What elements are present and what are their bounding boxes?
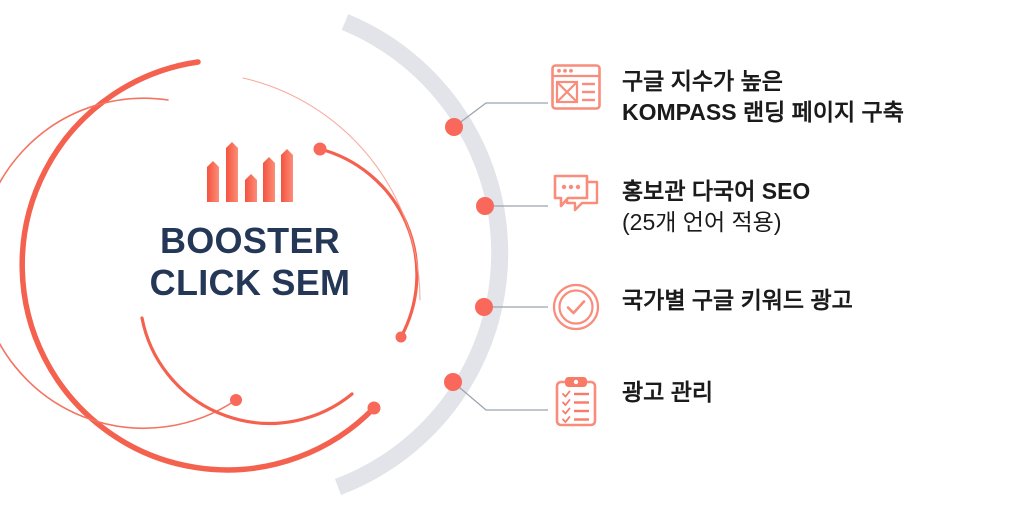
feature-text-1: 구글 지수가 높은 KOMPASS 랜딩 페이지 구축 <box>622 64 904 127</box>
brand-block: BOOSTER CLICK SEM <box>105 140 395 305</box>
coral-bottom-stub-arc <box>140 316 354 425</box>
coral-inner-arc-bottom-dot <box>395 331 407 343</box>
brand-title-line-2: CLICK SEM <box>149 262 351 304</box>
feature-icon-wrap-4 <box>548 375 604 427</box>
brand-title-line-1: BOOSTER <box>159 220 341 261</box>
feature-text-4: 광고 관리 <box>622 375 713 408</box>
feature-text-3-line-1: 국가별 구글 키워드 광고 <box>622 287 853 313</box>
bar-4 <box>263 157 275 202</box>
node-dot-2[interactable] <box>476 197 494 215</box>
feature-item-4[interactable]: 광고 관리 <box>548 375 713 427</box>
feature-text-4-line-1: 광고 관리 <box>622 379 714 405</box>
bar-5 <box>281 149 293 202</box>
bar-chart-icon <box>207 142 293 202</box>
feature-item-2[interactable]: 홍보관 다국어 SEO (25개 언어 적용) <box>548 174 810 237</box>
feature-icon-wrap-2 <box>548 174 604 218</box>
connector-line-4 <box>452 381 548 411</box>
feature-text-2-line-2: (25개 언어 적용) <box>622 208 782 235</box>
node-dot-3[interactable] <box>475 298 493 316</box>
node-dot-1[interactable] <box>445 118 463 136</box>
clipboard-checklist-icon <box>555 377 597 427</box>
feature-text-1-line-1: 구글 지수가 높은 <box>622 68 783 94</box>
feature-text-1-line-2: KOMPASS 랜딩 페이지 구축 <box>622 98 904 125</box>
chat-bubbles-icon <box>553 174 599 212</box>
feature-text-2-line-1: 홍보관 다국어 SEO <box>622 178 811 204</box>
connector-line-1 <box>453 102 548 128</box>
browser-wireframe-icon <box>551 64 601 110</box>
feature-item-1[interactable]: 구글 지수가 높은 KOMPASS 랜딩 페이지 구축 <box>548 64 904 127</box>
coral-middle-arc-endpoint-dot <box>230 394 242 406</box>
bar-1 <box>207 161 219 202</box>
feature-list: 구글 지수가 높은 KOMPASS 랜딩 페이지 구축 홍보관 다국어 SEO … <box>548 0 1024 511</box>
node-dot-4[interactable] <box>444 373 462 391</box>
feature-icon-wrap-3 <box>548 283 604 331</box>
feature-icon-wrap-1 <box>548 64 604 110</box>
check-circle-icon <box>552 283 600 331</box>
feature-text-2: 홍보관 다국어 SEO (25개 언어 적용) <box>622 174 810 237</box>
bar-3 <box>245 174 257 202</box>
feature-text-3: 국가별 구글 키워드 광고 <box>622 283 853 316</box>
coral-outer-arc-endpoint-dot <box>367 401 381 415</box>
bar-2 <box>226 142 238 202</box>
feature-item-3[interactable]: 국가별 구글 키워드 광고 <box>548 283 853 331</box>
